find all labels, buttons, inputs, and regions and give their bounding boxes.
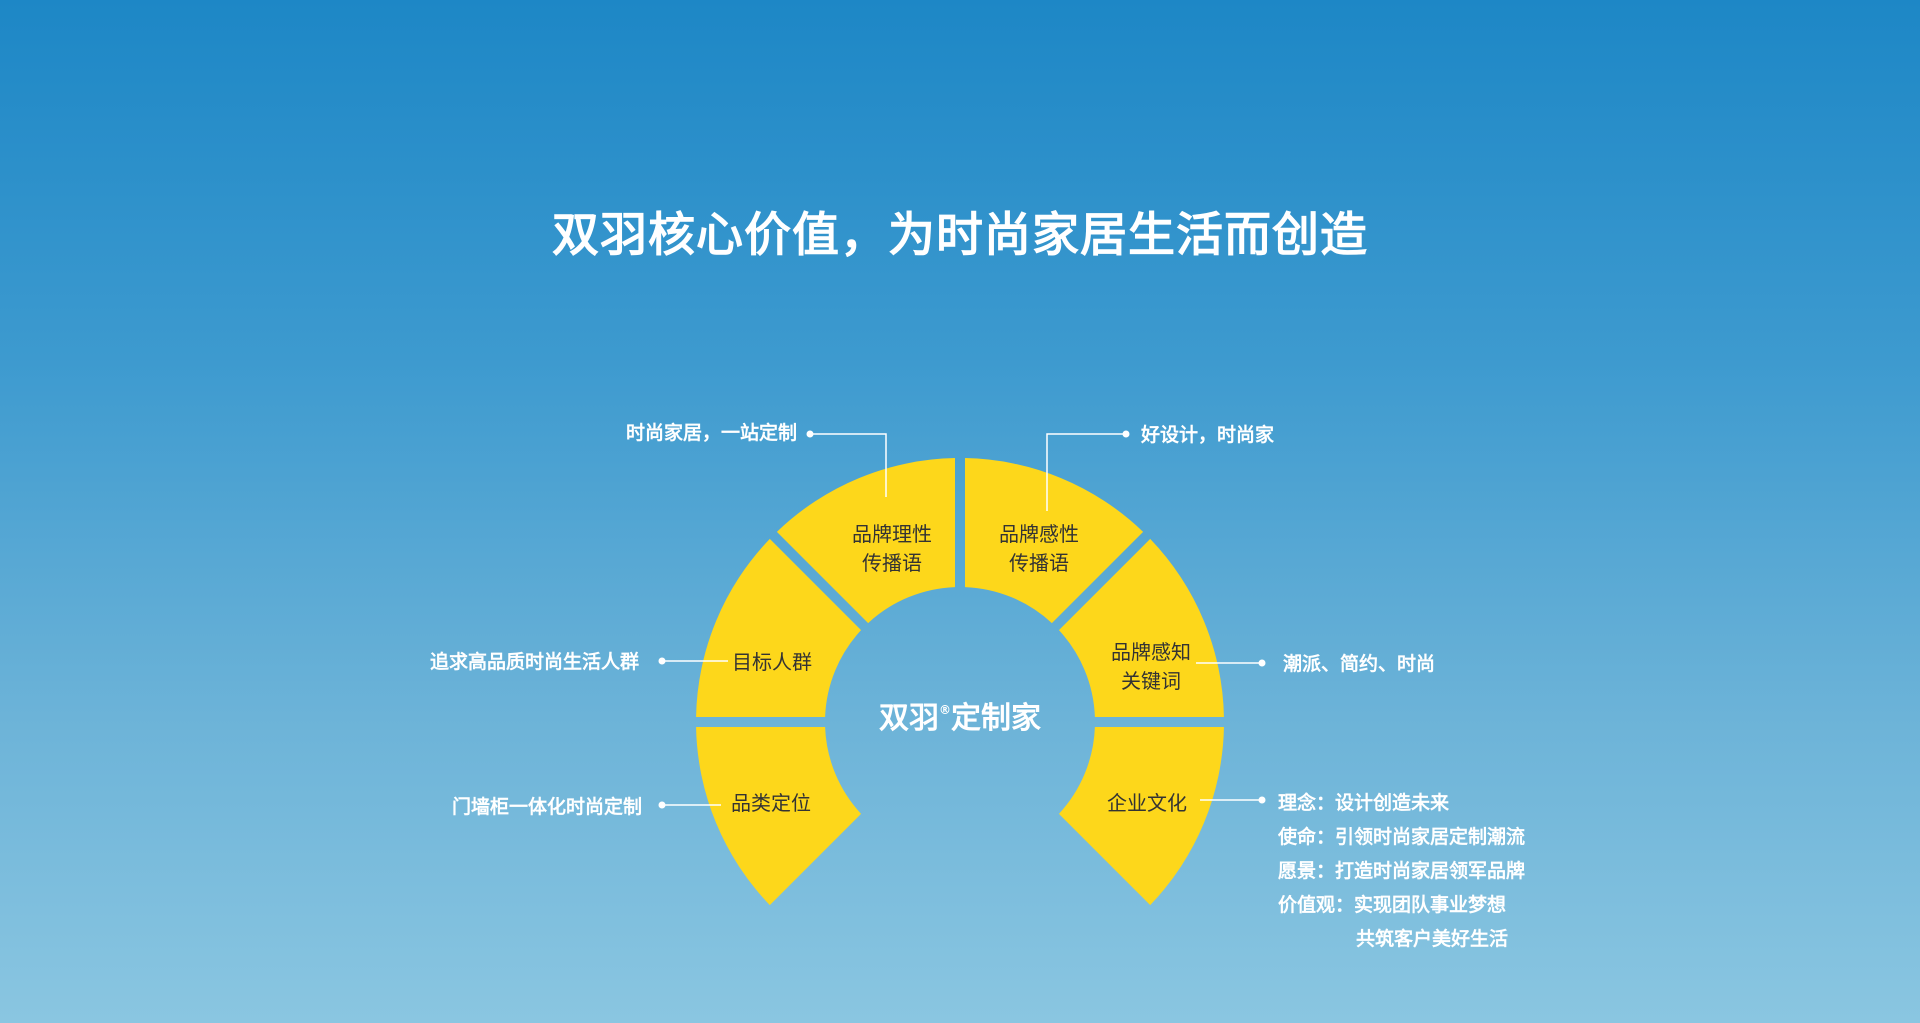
segment-label-culture: 企业文化 <box>1107 791 1187 815</box>
annotation-culture-values: 价值观：实现团队事业梦想 <box>1278 893 1506 916</box>
segment-label-category: 品类定位 <box>731 791 811 815</box>
segment-label-brand-keywords: 关键词 <box>1121 669 1181 693</box>
segment-label-brand-rational: 品牌理性 <box>852 522 932 546</box>
logo-suffix: 定制家 <box>951 701 1041 736</box>
segment-culture <box>1058 727 1224 906</box>
segment-brand-keywords <box>1058 538 1224 717</box>
logo-registered-mark: ® <box>939 703 951 717</box>
connector-dot-culture <box>1258 796 1266 804</box>
segment-target-group <box>696 538 862 717</box>
annotation-culture-values-cont: 共筑客户美好生活 <box>1356 927 1508 950</box>
segment-label-brand-emotional: 传播语 <box>1009 551 1069 575</box>
segment-label-brand-emotional: 品牌感性 <box>999 522 1079 546</box>
segment-brand-emotional <box>965 458 1144 624</box>
segment-label-brand-rational: 传播语 <box>862 551 922 575</box>
connector-dot-target-group <box>658 657 666 665</box>
connector-dot-brand-emotional <box>1122 430 1130 438</box>
segment-labels-group: 品牌理性 传播语 品牌感性 传播语 目标人群 品牌感知 关键词 品类定位 企业文… <box>731 522 1191 815</box>
annotation-target-group: 追求高品质时尚生活人群 <box>430 650 639 673</box>
annotation-culture-idea: 理念：设计创造未来 <box>1278 791 1449 814</box>
segment-brand-rational <box>776 458 955 624</box>
connectors-group <box>658 430 1266 809</box>
svg-text:双羽®定制家: 双羽®定制家 <box>879 701 1041 736</box>
segment-label-brand-keywords: 品牌感知 <box>1111 640 1191 664</box>
annotation-brand-emotional: 好设计，时尚家 <box>1140 423 1275 446</box>
connector-brand-emotional <box>1046 433 1126 511</box>
center-logo: 双羽®定制家 <box>879 701 1041 736</box>
annotation-category: 门墙柜一体化时尚定制 <box>452 795 642 818</box>
connector-dot-brand-keywords <box>1258 659 1266 667</box>
annotation-culture-mission: 使命：引领时尚家居定制潮流 <box>1277 825 1525 848</box>
annotation-brand-keywords: 潮派、简约、时尚 <box>1283 652 1435 675</box>
segment-label-target-group: 目标人群 <box>732 650 812 674</box>
connector-dot-brand-rational <box>806 430 814 438</box>
annotation-brand-rational: 时尚家居，一站定制 <box>626 421 797 444</box>
page-title: 双羽核心价值，为时尚家居生活而创造 <box>552 208 1368 263</box>
annotation-culture-vision: 愿景：打造时尚家居领军品牌 <box>1278 859 1525 882</box>
segments-group <box>696 458 1224 906</box>
connector-brand-rational <box>810 433 887 497</box>
segment-category <box>696 727 862 906</box>
connector-dot-category <box>658 801 666 809</box>
annotations-group: 时尚家居，一站定制 好设计，时尚家 追求高品质时尚生活人群 潮派、简约、时尚 门… <box>430 421 1525 950</box>
logo-brand: 双羽 <box>879 701 939 736</box>
